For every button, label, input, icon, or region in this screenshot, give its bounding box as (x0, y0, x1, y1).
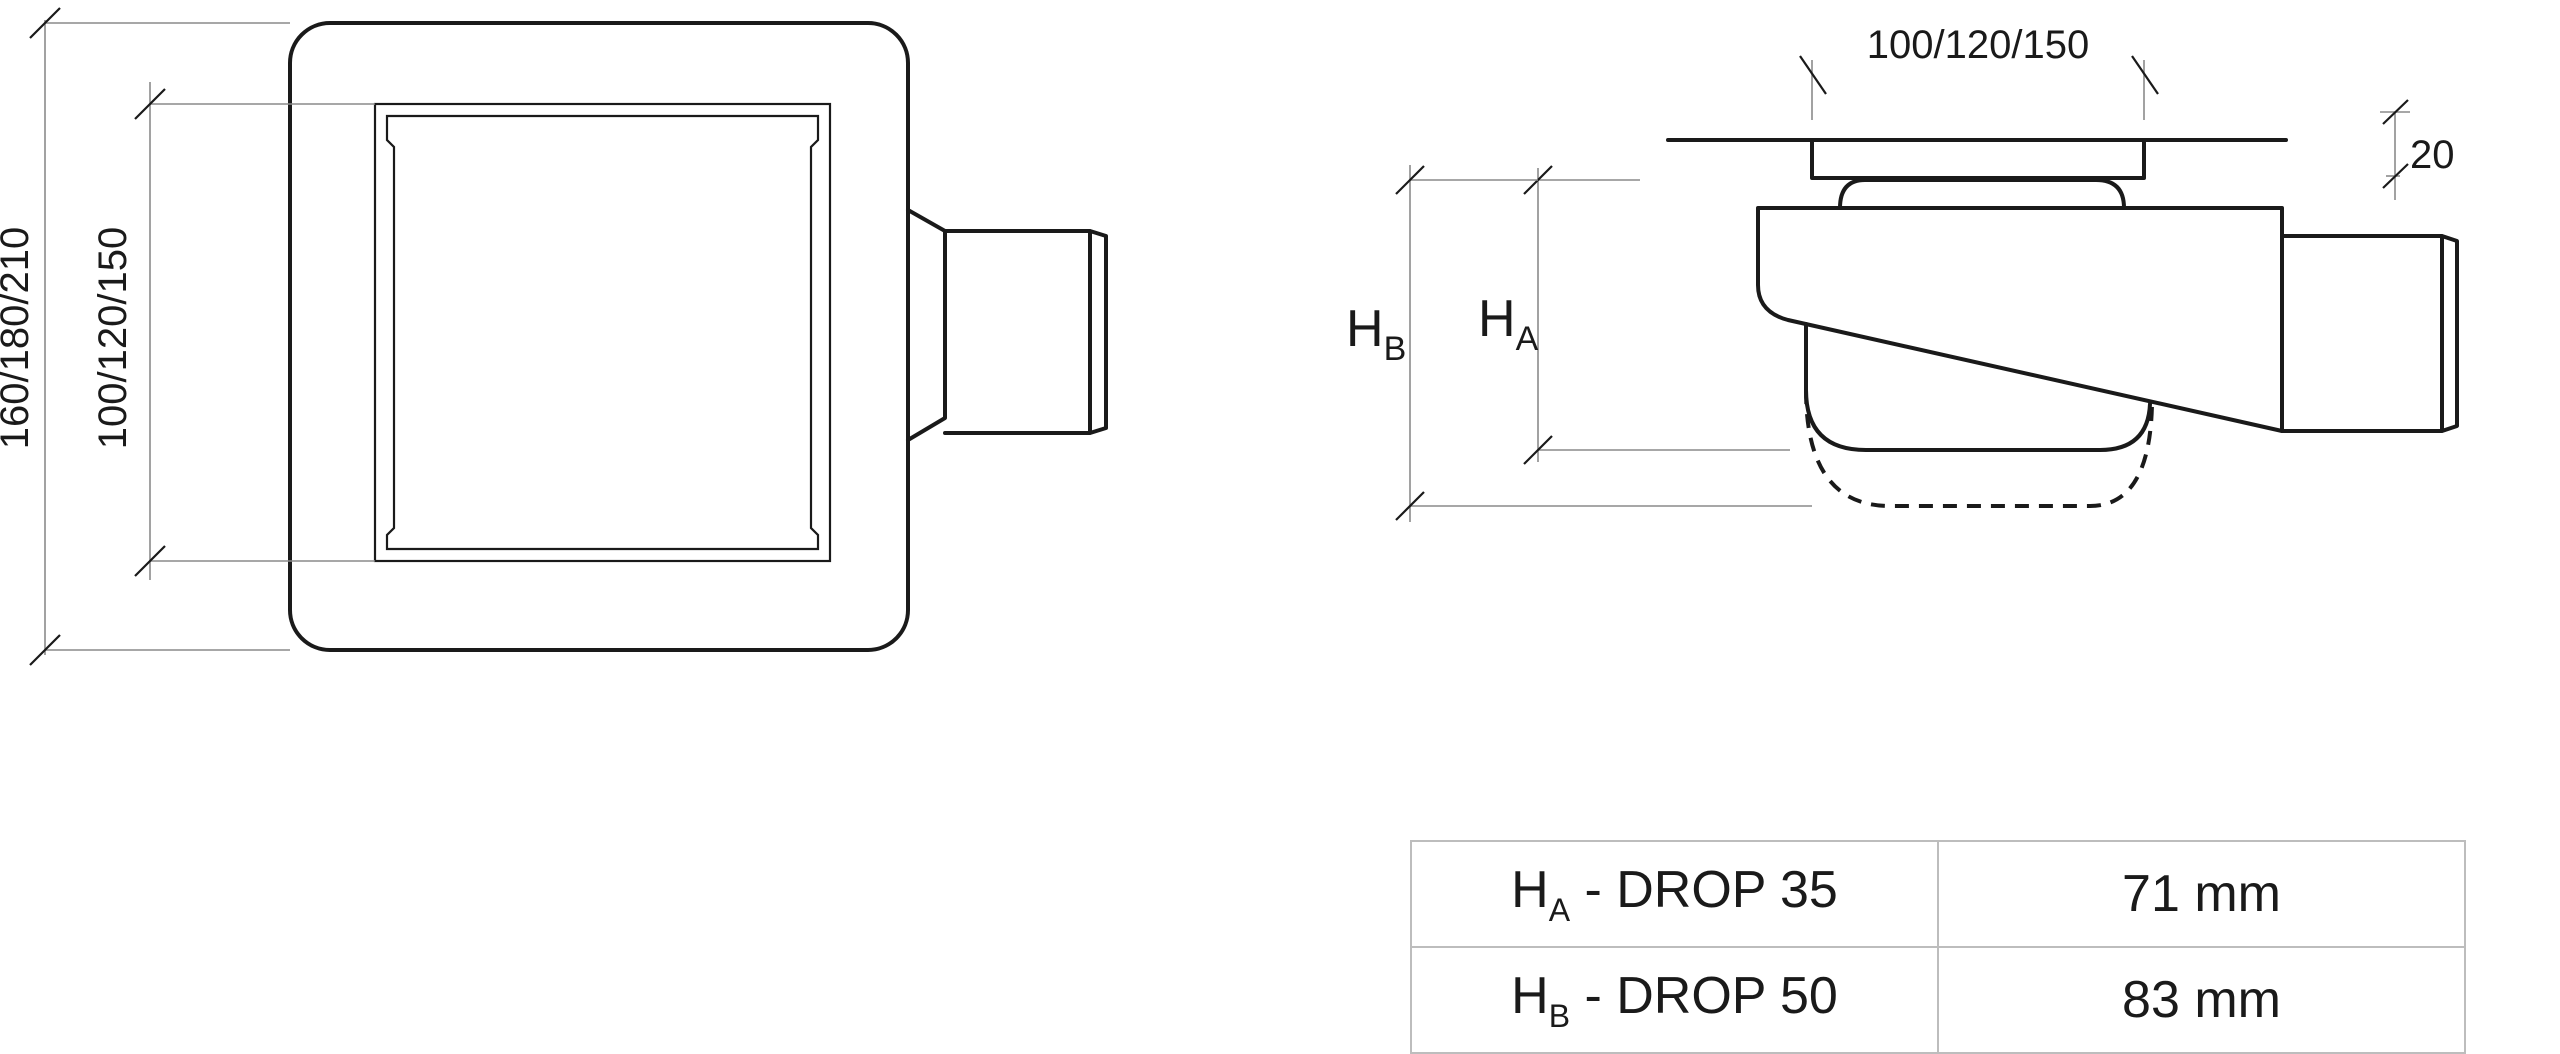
top-view: 160/180/210 100/120/150 (0, 7, 1108, 666)
thickness-tick-bottom (2382, 163, 2409, 189)
hb-tick-top (1395, 165, 1425, 195)
spec-letter: H (1511, 860, 1549, 919)
inner-dim-tick-bottom (134, 545, 166, 577)
spec-name: - DROP 50 (1570, 966, 1838, 1025)
spec-value-cell: 71 mm (1937, 840, 2466, 948)
trap-a (1804, 322, 2152, 452)
side-view: 100/120/150 20 HA HB (1346, 23, 2459, 522)
outlet-pipe (906, 208, 1108, 442)
grate-neck (1838, 178, 2126, 210)
outer-dim-tick-bottom (29, 634, 61, 666)
inner-dim-label: 100/120/150 (91, 227, 135, 449)
outer-frame (288, 21, 910, 652)
side-outlet (2280, 234, 2459, 433)
thickness-label: 20 (2410, 133, 2455, 177)
hb-tick-bottom (1395, 491, 1425, 521)
grate-dim-label: 100/120/150 (1867, 23, 2089, 67)
grate-dim-tick-right (2131, 55, 2159, 95)
spec-value-cell: 83 mm (1937, 946, 2466, 1054)
outer-dim-tick-top (29, 7, 61, 39)
hb-label: HB (1346, 300, 1406, 368)
thickness-tick-top (2382, 99, 2409, 125)
grate-inner (385, 114, 820, 551)
outer-dim-label: 160/180/210 (0, 227, 37, 449)
table-row: HA - DROP 35 71 mm (1410, 840, 2466, 948)
grate-dim-tick-left (1799, 55, 1827, 95)
hb-sub: B (1384, 330, 1407, 368)
grate-insert (1810, 138, 2146, 180)
ha-sub: A (1516, 320, 1539, 358)
hb-letter: H (1346, 300, 1384, 358)
spec-letter: H (1511, 966, 1549, 1025)
ha-tick-bottom (1523, 435, 1553, 465)
spec-sub: A (1548, 891, 1571, 928)
inner-dim-tick-top (134, 88, 166, 120)
spec-name-cell: HA - DROP 35 (1410, 840, 1939, 948)
ha-letter: H (1478, 290, 1516, 348)
spec-name-cell: HB - DROP 50 (1410, 946, 1939, 1054)
spec-table: HA - DROP 35 71 mm HB - DROP 50 83 mm (1410, 840, 2466, 1054)
trap-b (1804, 389, 2154, 508)
grate-frame (373, 102, 832, 563)
ha-label: HA (1478, 290, 1539, 358)
spec-name: - DROP 35 (1570, 860, 1838, 919)
table-row: HB - DROP 50 83 mm (1410, 946, 2466, 1054)
spec-sub: B (1548, 997, 1571, 1034)
drain-body (1756, 206, 2284, 433)
